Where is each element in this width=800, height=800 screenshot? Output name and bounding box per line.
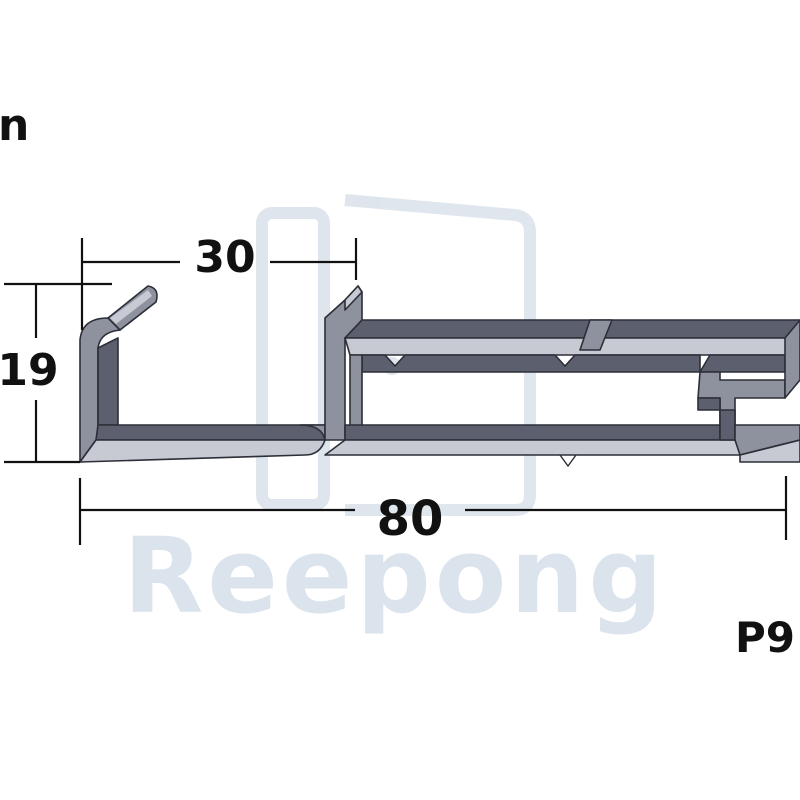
dimension-left-height: 19 [0,282,112,464]
part-code-label: P9 [735,613,795,662]
dimension-bottom-width-label: 80 [377,491,444,547]
dimension-bottom-width: 80 [78,476,788,547]
dimension-top-width-label: 30 [194,232,255,283]
aluminium-profile [79,285,800,467]
watermark-text: Reepong [123,515,667,637]
top-left-text: n [0,100,29,151]
dimension-left-height-label: 19 [0,345,59,396]
